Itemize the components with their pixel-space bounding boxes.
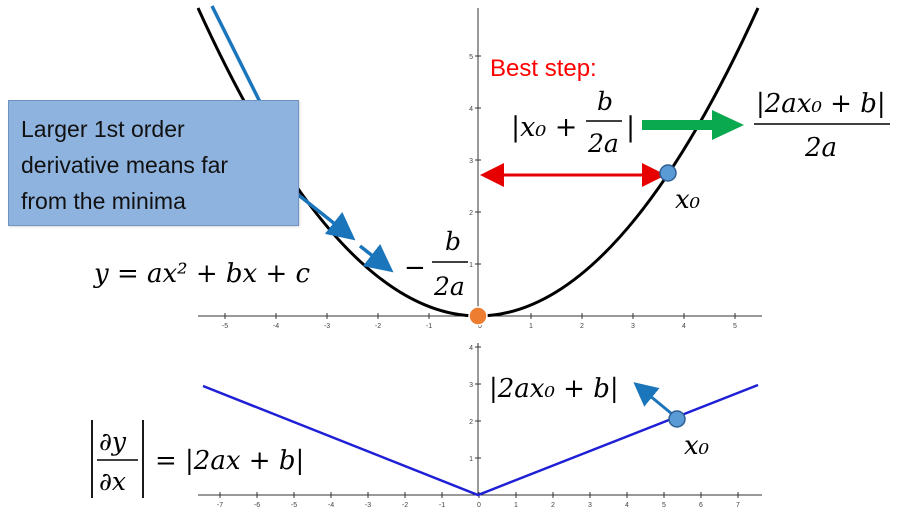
x-tick-label: 6	[699, 502, 703, 509]
best-step-label: Best step:	[490, 55, 597, 82]
x-tick-label: 2	[551, 502, 555, 509]
slope-arrow-segment-1	[294, 191, 356, 241]
x-tick-label: -1	[426, 323, 432, 330]
upper-x-ticks: -5 -4 -3 -2 -1 0 1 2 3 4 5	[222, 313, 737, 330]
minimum-minus-sign: −	[404, 253, 426, 283]
abs-expr-right: |	[626, 112, 635, 143]
x-tick-label: 0	[477, 502, 481, 509]
slope-arrow-lower	[633, 382, 673, 416]
x-tick-label: 5	[733, 323, 737, 330]
upper-axes: -5 -4 -3 -2 -1 0 1 2 3 4 5 1 2 3 4 5	[198, 8, 762, 330]
y-tick-label: 1	[469, 456, 473, 463]
slope-arrow-upper	[210, 5, 264, 107]
lower-y-ticks: 1 2 3 4	[469, 345, 481, 463]
derivative-numerator: ∂y	[99, 427, 127, 456]
y-tick-label: 1	[469, 262, 473, 269]
derivative-equation: ∂y ∂x = |2ax + b|	[91, 420, 304, 498]
y-tick-label: 2	[469, 210, 473, 217]
green-arrow	[642, 110, 744, 140]
x-tick-label: -2	[402, 502, 408, 509]
abs-expr-frac-num: b	[597, 87, 613, 116]
y-tick-label: 3	[469, 382, 473, 389]
lower-x-ticks: -7 -6 -5 -4 -3 -2 -1 0 1 2 3 4 5 6 7	[217, 492, 740, 509]
x-tick-label: -4	[273, 323, 279, 330]
x0-point-upper	[659, 164, 677, 182]
result-numerator: |2ax₀ + b|	[756, 89, 886, 119]
x-tick-label: 4	[625, 502, 629, 509]
minimum-point	[468, 306, 488, 326]
x-tick-label: -3	[324, 323, 330, 330]
x-tick-label: -1	[439, 502, 445, 509]
x-tick-label: -3	[365, 502, 371, 509]
x-tick-label: -5	[222, 323, 228, 330]
y-tick-label: 2	[469, 419, 473, 426]
x-tick-label: -5	[291, 502, 297, 509]
callout-text: Larger 1st order derivative means far fr…	[21, 116, 229, 214]
x-tick-label: 5	[662, 502, 666, 509]
y-tick-label: 3	[469, 158, 473, 165]
x-tick-label: -4	[328, 502, 334, 509]
abs-expr-left: |x₀ +	[511, 112, 577, 143]
parabola-equation: y = ax² + bx + c	[93, 259, 311, 289]
x-tick-label: 3	[631, 323, 635, 330]
x-tick-label: 1	[514, 502, 518, 509]
result-denominator: 2a	[804, 133, 837, 163]
abs-derivative-line	[202, 383, 759, 497]
minimum-frac-den: 2a	[433, 272, 465, 301]
lower-abs-expr: |2ax₀ + b|	[489, 374, 619, 404]
x0-point-lower	[668, 410, 686, 428]
x-tick-label: 2	[580, 323, 584, 330]
minimum-frac-num: b	[445, 227, 461, 256]
x-tick-label: -2	[375, 323, 381, 330]
x0-label-upper: x₀	[675, 185, 701, 215]
y-tick-label: 5	[469, 54, 473, 61]
slope-arrow-segment-2	[358, 244, 394, 273]
x-tick-label: 0	[478, 323, 482, 330]
x-tick-label: 3	[588, 502, 592, 509]
x-tick-label: -6	[254, 502, 260, 509]
y-tick-label: 4	[469, 345, 473, 352]
x-tick-label: -7	[217, 502, 223, 509]
x-tick-label: 1	[529, 323, 533, 330]
abs-expr-frac-den: 2a	[587, 129, 619, 158]
derivative-rhs: = |2ax + b|	[155, 446, 304, 476]
upper-y-ticks: 1 2 3 4 5	[469, 54, 481, 269]
callout-box: Larger 1st order derivative means far fr…	[8, 100, 299, 226]
x0-label-lower: x₀	[684, 431, 710, 461]
x-tick-label: 7	[736, 502, 740, 509]
y-tick-label: 4	[469, 106, 473, 113]
x-tick-label: 4	[682, 323, 686, 330]
derivative-denominator: ∂x	[99, 467, 126, 496]
